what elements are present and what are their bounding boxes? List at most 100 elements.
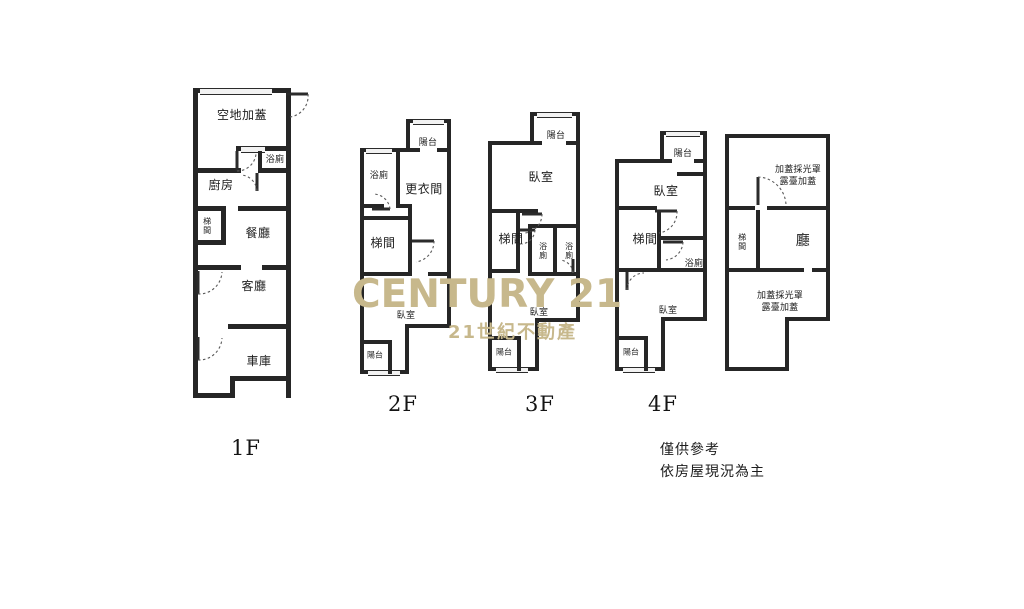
- wall: [230, 376, 291, 381]
- wall: [785, 317, 830, 321]
- door-swing: [663, 240, 691, 269]
- room-label-bedroom-bot: 臥室: [529, 307, 549, 318]
- floor-label-1f: 1F: [231, 436, 261, 460]
- wall: [661, 317, 707, 321]
- wall: [488, 269, 520, 273]
- wall: [615, 159, 664, 163]
- wall: [193, 265, 241, 270]
- wall: [258, 168, 291, 173]
- wall: [286, 150, 291, 398]
- wall: [725, 206, 755, 210]
- wall: [405, 324, 409, 374]
- wall: [437, 148, 451, 152]
- wall: [286, 88, 291, 150]
- room-label-stair: 梯間: [370, 236, 396, 251]
- wall: [528, 224, 532, 276]
- wall: [644, 336, 648, 371]
- wall: [615, 336, 619, 371]
- door-swing: [238, 173, 266, 201]
- wall: [535, 318, 580, 322]
- floor-label-3f: 3F: [525, 392, 555, 416]
- wall: [615, 268, 661, 272]
- room-label-balcony-top: 陽台: [546, 130, 566, 141]
- room-label-balcony-bot: 陽台: [367, 350, 383, 360]
- room-label-kongdi: 空地加蓋: [216, 108, 268, 123]
- wall: [405, 324, 451, 328]
- wall: [615, 159, 619, 371]
- wall: [657, 210, 661, 270]
- wall: [193, 240, 226, 245]
- wall: [725, 268, 760, 272]
- wall: [388, 340, 392, 374]
- wall: [528, 272, 557, 276]
- room-label-balcony-bot: 陽台: [496, 347, 512, 357]
- room-label-bedroom: 臥室: [396, 310, 416, 321]
- door-swing: [286, 92, 320, 127]
- floor-label-4f: 4F: [648, 392, 678, 416]
- window: [366, 148, 392, 154]
- wall: [660, 159, 672, 163]
- wall: [615, 336, 648, 340]
- wall: [360, 272, 412, 276]
- wall: [566, 141, 580, 145]
- wall: [447, 148, 451, 328]
- floor-label-2f: 2F: [388, 392, 418, 416]
- wall: [396, 152, 400, 208]
- room-label-stair: 梯間: [737, 233, 747, 251]
- wall: [193, 168, 241, 173]
- room-label-canopy-top: 加蓋採光罩 露臺加蓋: [774, 164, 822, 187]
- wall: [812, 268, 830, 272]
- wall: [406, 119, 410, 152]
- wall: [661, 236, 707, 240]
- room-label-garage: 車庫: [246, 354, 272, 369]
- wall: [360, 340, 364, 374]
- room-label-canopy-bot: 加蓋採光罩 露臺加蓋: [756, 290, 804, 313]
- room-label-hall: 廳: [795, 232, 811, 249]
- wall: [360, 148, 364, 374]
- wall: [258, 151, 262, 173]
- wall: [516, 213, 520, 273]
- wall: [396, 204, 412, 208]
- wall: [553, 272, 580, 276]
- window: [623, 367, 655, 373]
- wall: [488, 141, 492, 371]
- century21-watermark: CENTURY 21 21世紀不動產: [352, 275, 652, 344]
- wall: [193, 206, 226, 211]
- room-label-balcony-top: 陽台: [673, 148, 693, 159]
- wall: [230, 376, 235, 398]
- wall: [725, 367, 789, 371]
- wall: [488, 141, 534, 145]
- window: [413, 119, 444, 125]
- watermark-brand: CENTURY 21: [352, 272, 623, 317]
- room-label-dining: 餐廳: [245, 226, 271, 241]
- door-swing: [625, 272, 656, 302]
- wall: [406, 148, 420, 152]
- wall: [488, 209, 538, 213]
- wall: [725, 134, 729, 371]
- wall: [428, 272, 451, 276]
- wall: [193, 393, 235, 398]
- wall: [236, 146, 241, 151]
- wall: [488, 336, 521, 340]
- wall: [660, 131, 664, 163]
- wall: [360, 216, 412, 220]
- door-swing: [412, 239, 446, 274]
- wall: [576, 112, 580, 145]
- room-label-balcony-top: 陽台: [418, 137, 438, 148]
- room-label-bath-left: 浴廁: [538, 242, 548, 260]
- door-swing: [522, 212, 554, 245]
- wall: [767, 206, 830, 210]
- wall: [661, 317, 665, 371]
- door-swing: [196, 270, 233, 306]
- wall: [725, 134, 830, 138]
- room-label-bedroom-bot: 臥室: [658, 305, 678, 316]
- room-label-bath-right: 浴廁: [564, 242, 574, 260]
- room-label-stair: 梯間: [202, 217, 212, 235]
- wall: [360, 340, 392, 344]
- wall: [576, 141, 580, 321]
- room-label-living: 客廳: [241, 279, 267, 294]
- wall: [677, 172, 707, 176]
- room-label-bedroom-top: 臥室: [653, 184, 679, 199]
- wall: [408, 204, 412, 220]
